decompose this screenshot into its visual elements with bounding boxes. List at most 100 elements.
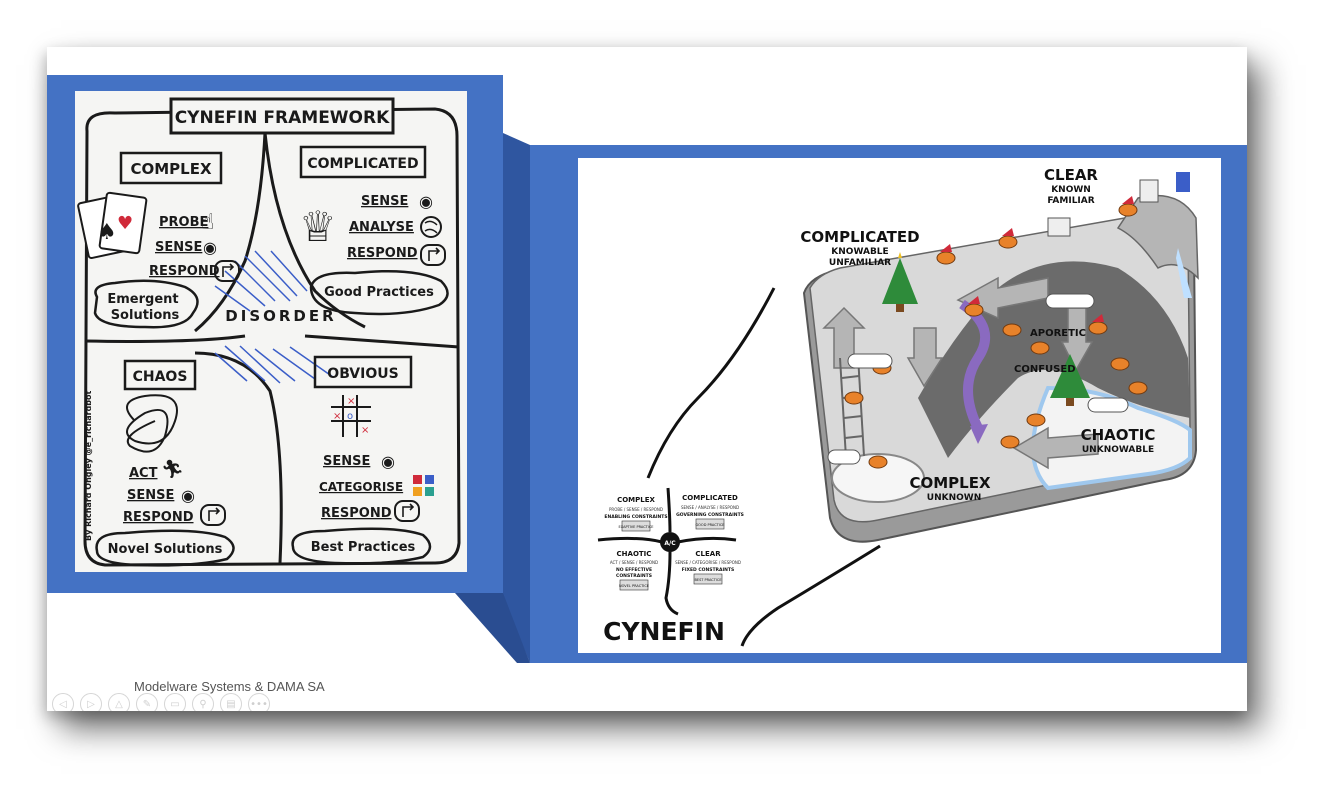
complex-step-probe: PROBE [159,215,208,230]
arrow-vertical [822,306,866,369]
complicated-sub2: UNFAMILIAR [829,258,891,268]
pen-icon[interactable]: ✎ [136,693,158,711]
tic-tac-toe-icon: × × o × [331,395,371,437]
mini-chaotic-box: NOVEL PRACTICE [619,584,649,588]
respond-arrow-icon [214,260,240,282]
pointing-hand-icon: ☝ [201,210,214,235]
complicated-cloud [309,269,449,316]
chaos-step-respond: RESPOND [123,510,194,525]
playing-cards-icon: ♠ ♥ [77,191,148,259]
complex-cloud [93,279,199,329]
chaos-heading: CHAOS [133,369,188,385]
respond-arrow-icon [420,244,446,266]
bathtub [831,453,925,503]
complicated-step-analyse: ANALYSE [349,220,414,235]
christmas-tree-icon [1050,354,1090,406]
zoom-line-bottom [740,544,881,647]
mini-complicated-line1: SENSE / ANALYSE / RESPOND [681,505,739,510]
eye-icon: ◉ [203,238,217,257]
scribble-icon [126,394,178,453]
arrow-up [906,327,944,388]
complicated-heading: COMPLICATED [307,156,418,172]
mini-center: A/C [664,540,676,547]
chaotic-title: CHAOTIC [1081,426,1156,444]
aporetic-label: APORETIC [1030,328,1086,339]
mini-chaotic-line2: NO EFFECTIVE [616,567,652,573]
zoom-icon[interactable]: ⚲ [192,693,214,711]
complex-heading: COMPLEX [130,160,211,178]
mini-complex-line1: PROBE / SENSE / RESPOND [609,507,663,512]
ladder [839,355,865,459]
eye-icon: ◉ [181,486,195,505]
obvious-heading: OBVIOUS [327,366,398,382]
obvious-outcome: Best Practices [311,540,416,555]
footer-text: Modelware Systems & DAMA SA [134,679,325,694]
cynefin-sketch-photo: CYNEFIN FRAMEWORK DISORDER COMPLEX [75,91,467,572]
mini-complex-title: COMPLEX [617,496,655,504]
aporetic-arrow [959,299,991,431]
svg-text:o: o [347,411,353,422]
complicated-outcome: Good Practices [324,285,434,300]
svg-text:×: × [333,411,341,422]
mini-clear-box: BEST PRACTICE [694,578,721,582]
slides-icon[interactable]: ▭ [164,693,186,711]
christmas-tree-icon [882,252,918,312]
arrow-left-lower [1012,426,1099,470]
complicated-title: COMPLICATED [800,228,919,246]
previous-icon[interactable]: ◁ [52,693,74,711]
svg-text:♥: ♥ [117,213,133,234]
home-icon[interactable]: △ [108,693,130,711]
chaos-outcome: Novel Solutions [108,542,223,557]
mini-complicated-line2: GOVERNING CONSTRAINTS [676,512,744,518]
slideshow-nav: ◁ ▷ △ ✎ ▭ ⚲ ▤ ••• [52,693,270,711]
chaos-step-sense: SENSE [127,488,174,503]
mini-clear-line1: SENSE / CATEGORISE / RESPOND [675,560,741,565]
svg-text:×: × [347,396,355,407]
chaotic-sub: UNKNOWABLE [1082,445,1154,455]
mini-complex-box: EXAPTIVE PRACTICE [618,525,653,529]
complex-sub: UNKNOWN [927,493,981,503]
brain-icon [420,216,442,238]
svg-text:♠: ♠ [97,220,117,245]
complicated-step-sense: SENSE [361,194,408,209]
obvious-cloud [291,527,432,565]
mini-chaotic-title: CHAOTIC [617,550,652,558]
complex-outcome-line2: Solutions [111,308,180,323]
next-icon[interactable]: ▷ [80,693,102,711]
more-icon[interactable]: ••• [248,693,270,711]
complex-outcome-line1: Emergent [107,292,178,307]
respond-arrow-icon [200,504,226,526]
mini-clear-title: CLEAR [695,550,721,558]
running-person-icon: 🏃︎ [161,459,184,480]
complicated-step-respond: RESPOND [347,246,418,261]
eye-icon: ◉ [419,192,433,211]
mini-chaotic-line1: ACT / SENSE / RESPOND [610,560,658,565]
clear-title: CLEAR [1044,166,1098,184]
color-squares-icon [413,475,434,496]
sketch-title: CYNEFIN FRAMEWORK [175,108,390,128]
clear-sub1: KNOWN [1051,185,1091,195]
mini-cynefin-diagram: A/C COMPLEX PROBE / SENSE / RESPOND ENAB… [597,487,744,616]
eye-icon: ◉ [381,452,395,471]
obvious-step-sense: SENSE [323,454,370,469]
cats-illustration [844,203,1148,469]
chess-queen-icon: ♕ [299,202,337,251]
complex-step-sense: SENSE [155,240,202,255]
mini-complicated-title: COMPLICATED [682,494,738,502]
sketch-signature: By Richard Ongley @e_richardbot [84,390,93,541]
subtitle-icon[interactable]: ▤ [220,693,242,711]
mini-complex-line2: ENABLING CONSTRAINTS [604,514,667,520]
mini-chaotic-line3: CONSTRAINTS [616,573,652,579]
cynefin-poster-art: CLEAR KNOWN FAMILIAR COMPLICATED KNOWABL… [597,166,1199,647]
complex-title: COMPLEX [909,474,990,492]
obvious-step-respond: RESPOND [321,506,392,521]
mini-complicated-box: GOOD PRACTICE [695,523,724,527]
clear-sub2: FAMILIAR [1047,196,1094,206]
respond-arrow-icon [394,500,420,522]
confused-label: CONFUSED [1014,364,1076,375]
chaos-cloud [95,529,235,567]
cynefin-poster: CLEAR KNOWN FAMILIAR COMPLICATED KNOWABL… [578,158,1221,653]
slide: CYNEFIN FRAMEWORK DISORDER COMPLEX [47,47,1247,711]
cynefin-wordmark: CYNEFIN [603,617,725,646]
disorder-hatching [214,250,334,384]
